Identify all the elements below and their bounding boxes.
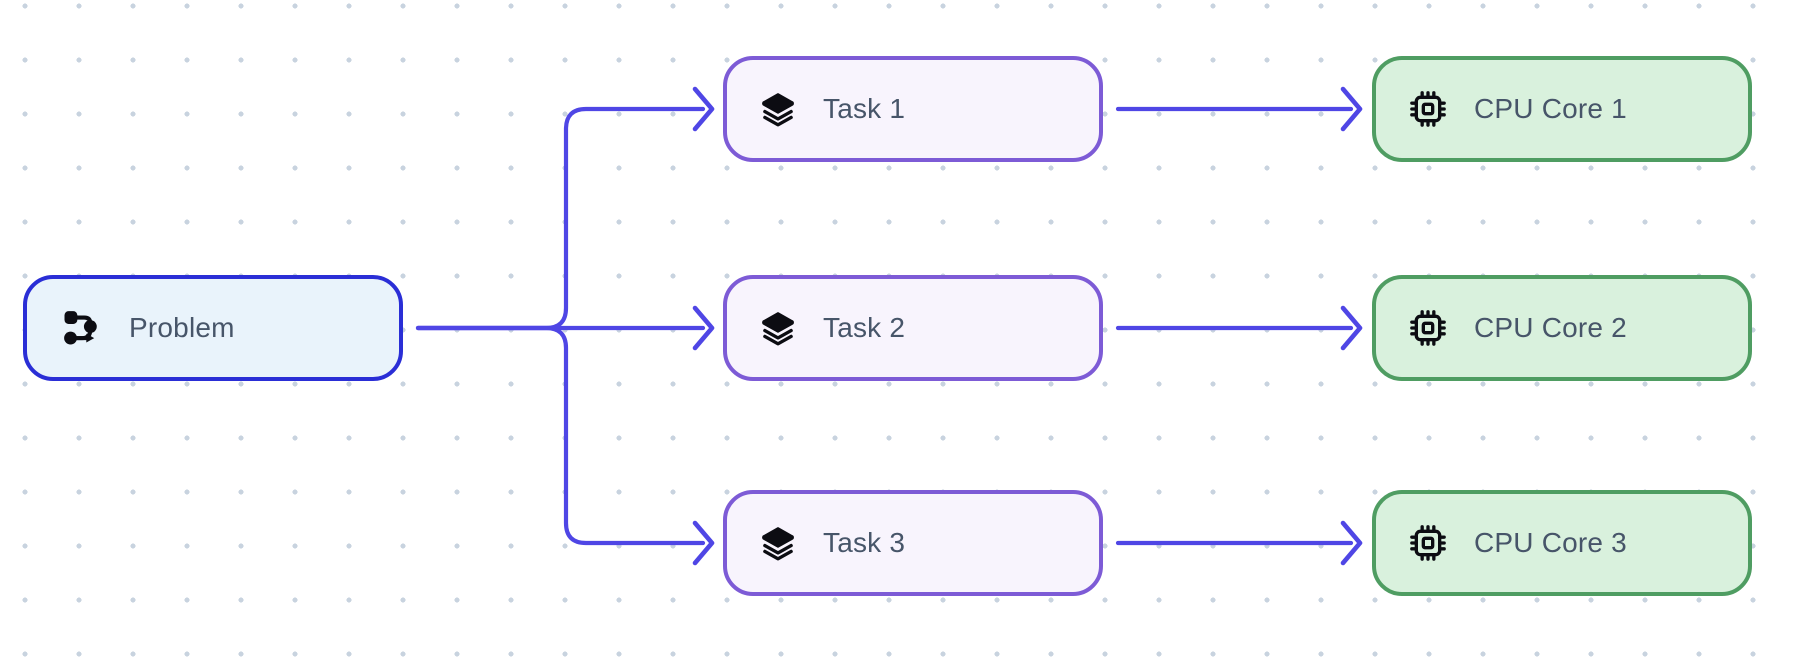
- node-cpu-core-2[interactable]: CPU Core 2: [1372, 275, 1752, 381]
- node-task-3[interactable]: Task 3: [723, 490, 1103, 596]
- node-task-2[interactable]: Task 2: [723, 275, 1103, 381]
- edge-task3-cpu3: [1115, 520, 1363, 566]
- edge-task1-cpu1: [1115, 86, 1363, 132]
- edge-task2-cpu2: [1115, 305, 1363, 351]
- edge-problem-task1: [415, 86, 715, 331]
- cpu-icon: [1408, 308, 1448, 348]
- arrowhead-icon: [692, 86, 715, 132]
- node-label: CPU Core 3: [1474, 527, 1627, 558]
- arrowhead-icon: [1340, 520, 1363, 566]
- node-problem[interactable]: Problem: [23, 275, 403, 381]
- arrowhead-icon: [692, 520, 715, 566]
- arrowhead-icon: [1340, 86, 1363, 132]
- cpu-icon: [1408, 89, 1448, 129]
- node-label: Task 1: [823, 93, 906, 124]
- node-cpu-core-3[interactable]: CPU Core 3: [1372, 490, 1752, 596]
- workflow-icon: [59, 306, 103, 350]
- node-label: Task 2: [823, 312, 906, 343]
- arrowhead-icon: [1340, 305, 1363, 351]
- node-task-1[interactable]: Task 1: [723, 56, 1103, 162]
- cpu-icon: [1408, 523, 1448, 563]
- node-label: CPU Core 1: [1474, 93, 1627, 124]
- layers-icon: [759, 309, 797, 347]
- edge-problem-task3: [415, 325, 715, 566]
- node-cpu-core-1[interactable]: CPU Core 1: [1372, 56, 1752, 162]
- node-label: Problem: [129, 312, 235, 343]
- node-label: CPU Core 2: [1474, 312, 1627, 343]
- node-label: Task 3: [823, 527, 906, 558]
- arrowhead-icon: [692, 305, 715, 351]
- layers-icon: [759, 524, 797, 562]
- layers-icon: [759, 90, 797, 128]
